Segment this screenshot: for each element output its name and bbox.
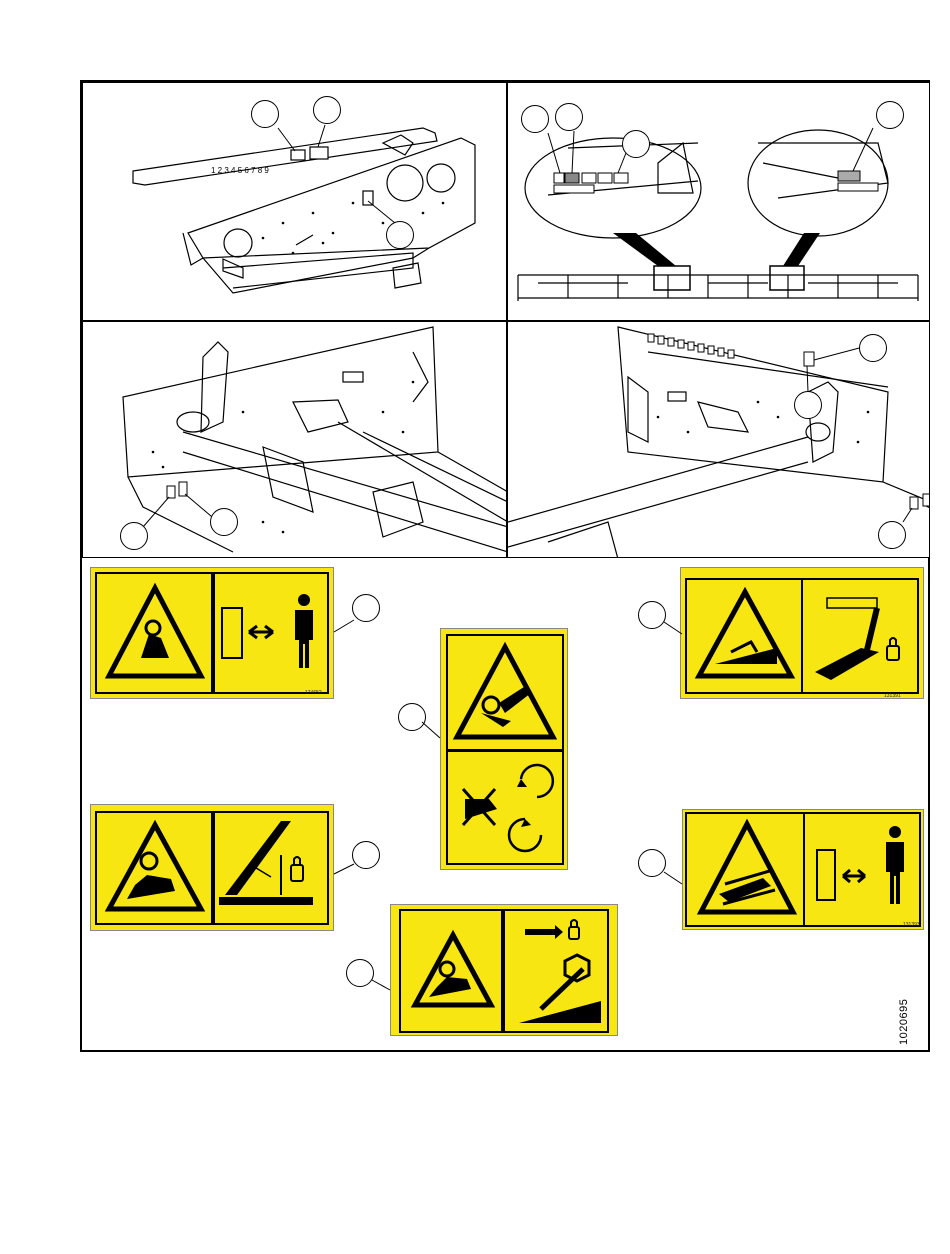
- frame-numbers: 1 2 3 4 5 6 7 8 9: [211, 166, 269, 175]
- callout-marker: [876, 101, 904, 129]
- frame-illustration-1: 1 2 3 4 5 6 7 8 9: [83, 83, 507, 321]
- callout-marker: [120, 522, 148, 550]
- callout-marker: [878, 521, 906, 549]
- safety-decal-location-figure: 1 2 3 4 5 6 7 8 9: [80, 80, 930, 1052]
- callout-marker: [352, 594, 380, 622]
- callout-marker: [313, 96, 341, 124]
- decal-symbols: [441, 629, 569, 871]
- decal-cylinder-lock: [90, 804, 334, 931]
- decal-symbols: [681, 568, 925, 700]
- decal-part-number: 174652: [305, 690, 322, 696]
- decal-symbols: [91, 568, 335, 700]
- frame-illustration-2: [83, 322, 507, 558]
- callout-marker: [251, 100, 279, 128]
- panel-frame-right-perspective: [507, 321, 930, 558]
- decal-symbols: [391, 905, 619, 1037]
- decal-symbols: [683, 810, 925, 931]
- decal-part-number: 131393: [903, 922, 920, 928]
- callout-marker: [352, 841, 380, 869]
- panel-header-overview: [507, 82, 930, 321]
- callout-marker: [346, 959, 374, 987]
- callout-marker: [210, 508, 238, 536]
- decal-rotating-parts-hazard: [440, 628, 568, 870]
- callout-marker: [555, 103, 583, 131]
- decal-raised-header-lock: 131391: [680, 567, 924, 699]
- callout-marker: [521, 105, 549, 133]
- callout-marker: [794, 391, 822, 419]
- decal-header-lock: [390, 904, 618, 1036]
- decal-keep-clear-cutting-hazard: 131393: [682, 809, 924, 930]
- callout-marker: [398, 703, 426, 731]
- callout-marker: [386, 221, 414, 249]
- panel-frame-left-perspective: [82, 321, 507, 558]
- figure-id: 1020695: [898, 999, 910, 1045]
- decal-part-number: 131391: [884, 693, 901, 699]
- callout-marker: [622, 130, 650, 158]
- callout-marker: [638, 849, 666, 877]
- callout-marker: [859, 334, 887, 362]
- callout-marker: [638, 601, 666, 629]
- decal-keep-clear-crush-hazard: 174652: [90, 567, 334, 699]
- decal-symbols: [91, 805, 335, 932]
- panel-frame-top-left: 1 2 3 4 5 6 7 8 9: [82, 82, 507, 321]
